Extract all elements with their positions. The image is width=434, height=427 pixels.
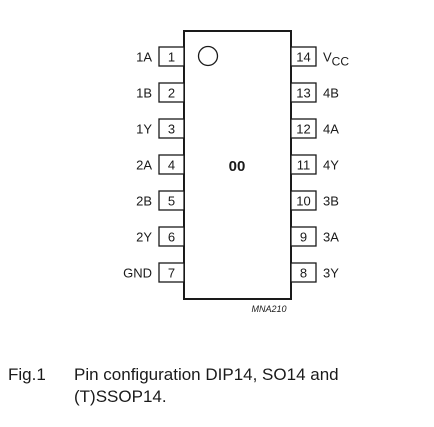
pin-box [290, 118, 317, 139]
pin-2: 2 1B [136, 82, 185, 103]
pin-number: 12 [296, 122, 310, 137]
pin-number: 13 [296, 86, 310, 101]
right-pin-column: 14 VCC 13 4B 12 4A 11 4Y 10 3B 9 3A 8 3Y [290, 46, 349, 283]
pin-name: 4Y [323, 158, 339, 173]
pin-name: 4A [323, 122, 339, 137]
pin-box [290, 154, 317, 175]
pin-box [158, 190, 185, 211]
pin-name: 3B [323, 194, 339, 209]
pin-box [158, 154, 185, 175]
pin-8: 8 3Y [290, 262, 339, 283]
left-pin-column: 1 1A 2 1B 3 1Y 4 2A 5 2B 6 2Y 7 GND [123, 46, 185, 283]
pin-name: 3Y [323, 266, 339, 281]
pin-name: 2A [136, 158, 152, 173]
pin-13: 13 4B [290, 82, 339, 103]
pin-number: 7 [168, 266, 175, 281]
pin1-marker-icon [197, 45, 219, 67]
pin-number: 9 [300, 230, 307, 245]
pin-number: 6 [168, 230, 175, 245]
pin-name: 2B [136, 194, 152, 209]
pin-name-subscript: CC [332, 55, 350, 69]
pin-name: 2Y [136, 230, 152, 245]
pin-box [290, 226, 317, 247]
pin-7: 7 GND [123, 262, 185, 283]
pin-number: 10 [296, 194, 310, 209]
pin-box [158, 118, 185, 139]
pin-6: 6 2Y [136, 226, 185, 247]
pin-14: 14 VCC [290, 46, 349, 69]
pin-number: 11 [297, 158, 311, 173]
chip-label: 00 [229, 158, 246, 175]
pin-box [158, 262, 185, 283]
pin-number: 8 [300, 266, 307, 281]
pin-name: 1B [136, 86, 152, 101]
chip-body [183, 30, 292, 300]
caption-text: Pin configuration DIP14, SO14 and (T)SSO… [74, 365, 339, 406]
drawing-id: MNA210 [251, 304, 286, 314]
pin-number: 14 [296, 50, 310, 65]
pin-number: 5 [168, 194, 175, 209]
pin-number: 1 [168, 50, 175, 65]
pin-5: 5 2B [136, 190, 185, 211]
pin-box [158, 82, 185, 103]
pin-name: VCC [323, 50, 349, 69]
pin-name: 4B [323, 86, 339, 101]
pin-box [290, 262, 317, 283]
pin-1: 1 1A [136, 46, 185, 67]
pin-9: 9 3A [290, 226, 339, 247]
pin-box [158, 226, 185, 247]
pin-name: 3A [323, 230, 339, 245]
pin-4: 4 2A [136, 154, 185, 175]
pin-box [158, 46, 185, 67]
pin-name: GND [123, 266, 152, 281]
pin-box [290, 46, 317, 67]
pin-11: 11 4Y [290, 154, 339, 175]
pin-number: 2 [168, 86, 175, 101]
pin-number: 3 [168, 122, 175, 137]
pin-number: 4 [168, 158, 175, 173]
caption-number: Fig.1 [8, 365, 46, 384]
pin-name: 1Y [136, 122, 152, 137]
pin-name: 1A [136, 50, 152, 65]
pin-box [290, 190, 317, 211]
pin-box [290, 82, 317, 103]
pin-12: 12 4A [290, 118, 339, 139]
pin-10: 10 3B [290, 190, 339, 211]
pin-3: 3 1Y [136, 118, 185, 139]
